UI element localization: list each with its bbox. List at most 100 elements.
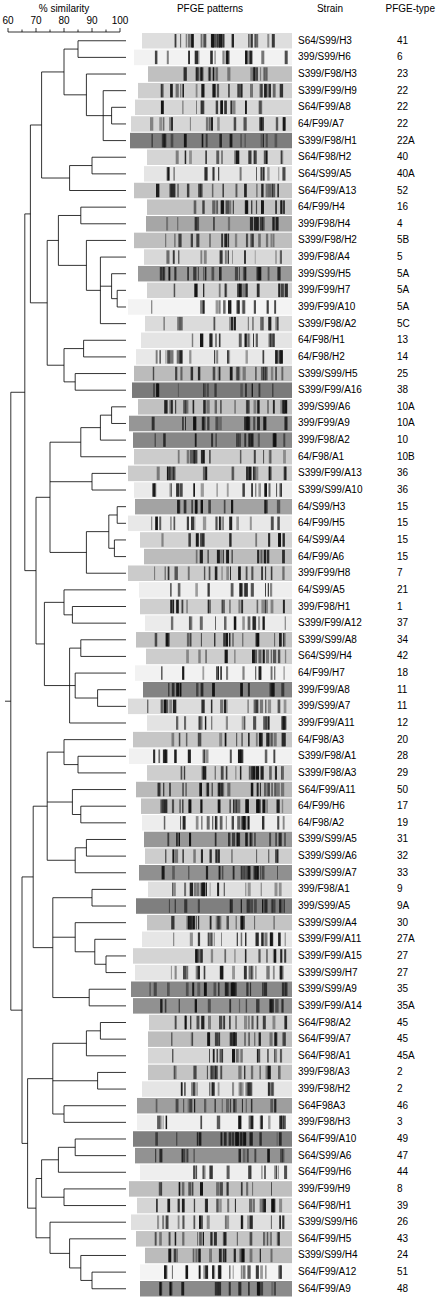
dendrogram-branch: [50, 1253, 70, 1254]
gel-band: [264, 84, 267, 98]
gel-band: [246, 467, 249, 481]
gel-band: [285, 417, 288, 431]
gel-band: [203, 284, 204, 298]
gel-band: [217, 1049, 219, 1063]
gel-band: [159, 517, 161, 531]
dendrogram-branch: [81, 656, 126, 657]
gel-band: [186, 1265, 188, 1279]
gel-band: [224, 700, 226, 714]
gel-band: [229, 600, 231, 614]
pfge-type: 36: [397, 467, 408, 479]
gel-band: [171, 616, 173, 630]
gel-band: [275, 883, 278, 897]
gel-band: [234, 949, 235, 963]
gel-band: [169, 899, 170, 913]
dendrogram-branch: [58, 215, 80, 216]
gel-band: [246, 566, 248, 580]
dendrogram-branch: [98, 706, 126, 707]
gel-band: [215, 816, 217, 830]
gel-band: [156, 350, 158, 364]
gel-band: [204, 417, 205, 431]
gel-band: [260, 317, 262, 331]
gel-band: [222, 783, 224, 797]
gel-band: [256, 1265, 259, 1279]
gel-band: [273, 1199, 276, 1213]
dendrogram-branch: [86, 573, 126, 574]
gel-band: [257, 1016, 259, 1030]
gel-band: [262, 866, 265, 880]
dendrogram-branch: [64, 381, 75, 382]
gel-band: [200, 550, 203, 564]
gel-band: [157, 783, 160, 797]
gel-band: [283, 117, 286, 131]
gel-band: [179, 1182, 180, 1196]
gel-band: [261, 317, 263, 331]
gel-band: [271, 1282, 273, 1296]
dendrogram-branch: [44, 602, 64, 603]
gel-band: [267, 300, 269, 314]
gel-band: [155, 517, 158, 531]
gel-band: [208, 67, 211, 81]
gel-lane: [134, 366, 292, 382]
gel-band: [193, 267, 196, 281]
gel-band: [283, 433, 285, 447]
gel-band: [226, 550, 229, 564]
strain-name: S399/F99/A14: [298, 1000, 362, 1012]
gel-band: [168, 167, 170, 181]
gel-band: [252, 317, 253, 331]
gel-band: [199, 1132, 201, 1146]
gel-band: [244, 117, 247, 131]
gel-band: [230, 367, 233, 381]
gel-lane: [142, 932, 292, 948]
gel-band: [184, 134, 187, 148]
gel-band: [219, 866, 221, 880]
gel-band: [262, 217, 265, 231]
gel-band: [240, 134, 242, 148]
gel-band: [182, 1232, 184, 1246]
gel-band: [273, 1016, 276, 1030]
gel-band: [226, 566, 229, 580]
gel-band: [268, 700, 271, 714]
dendrogram-branch: [114, 556, 126, 557]
gel-band: [212, 1265, 214, 1279]
gel-band: [219, 866, 221, 880]
dendrogram-branch: [53, 897, 92, 898]
gel-band: [218, 849, 220, 863]
gel-band: [229, 1265, 230, 1279]
gel-band: [195, 583, 198, 597]
gel-band: [162, 999, 163, 1013]
gel-band: [204, 566, 205, 580]
pfge-type: 10A: [397, 417, 415, 429]
gel-band: [282, 566, 284, 580]
gel-band: [283, 450, 286, 464]
gel-band: [184, 883, 186, 897]
gel-lane: [139, 582, 292, 598]
gel-band: [182, 666, 184, 680]
gel-band: [270, 650, 272, 664]
gel-band: [274, 633, 276, 647]
gel-band: [223, 184, 225, 198]
gel-band: [160, 999, 161, 1013]
scale-label: 100: [112, 15, 129, 27]
gel-band: [225, 982, 228, 996]
gel-band: [198, 184, 201, 198]
gel-band: [212, 783, 213, 797]
gel-lane: [145, 848, 292, 864]
gel-band: [264, 899, 267, 913]
gel-band: [198, 716, 200, 730]
gel-band: [278, 1166, 279, 1180]
gel-band: [228, 300, 231, 314]
gel-band: [254, 400, 257, 414]
gel-band: [261, 84, 263, 98]
gel-band: [201, 500, 203, 514]
gel-band: [270, 933, 273, 947]
gel-band: [230, 101, 232, 115]
gel-band: [229, 1282, 231, 1296]
gel-band: [256, 167, 258, 181]
gel-band: [277, 184, 279, 198]
gel-band: [200, 334, 203, 348]
gel-band: [196, 550, 198, 564]
gel-band: [198, 916, 199, 930]
gel-band: [208, 999, 211, 1013]
strain-name: S64/F99/H6: [298, 1166, 351, 1178]
